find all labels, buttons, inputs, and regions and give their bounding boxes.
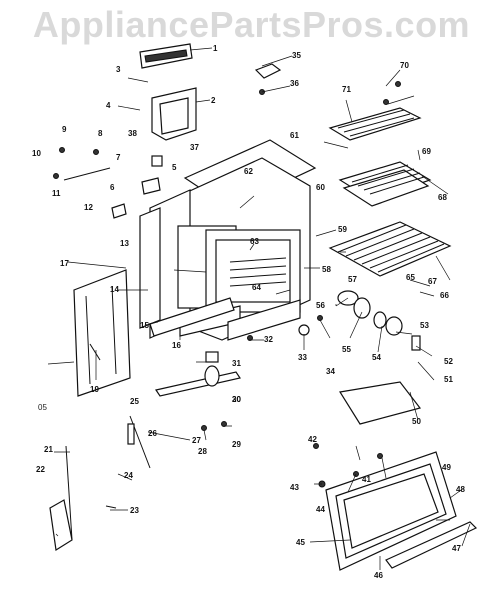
callout-26: 26 xyxy=(148,429,157,438)
callout-60: 60 xyxy=(316,183,325,192)
callout-1: 1 xyxy=(213,44,218,53)
callout-32: 32 xyxy=(264,335,273,344)
callout-24: 24 xyxy=(124,471,133,480)
callout-42: 42 xyxy=(308,435,317,444)
callout-63: 63 xyxy=(250,237,259,246)
callout-3: 3 xyxy=(116,65,121,74)
callout-47: 47 xyxy=(452,544,461,553)
callout-54: 54 xyxy=(372,353,381,362)
part-burner-tube xyxy=(155,351,241,397)
callout-51: 51 xyxy=(444,375,453,384)
callout-4: 4 xyxy=(106,101,111,110)
callout-66: 66 xyxy=(440,291,449,300)
callout-7: 7 xyxy=(116,153,121,162)
callout-13: 13 xyxy=(120,239,129,248)
callout-41: 41 xyxy=(362,475,371,484)
part-oven-door xyxy=(313,443,478,571)
part-oven-cabinet xyxy=(149,139,317,341)
callout-15: 15 xyxy=(140,321,149,330)
callout-10: 10 xyxy=(32,149,41,158)
callout-61: 61 xyxy=(290,131,299,140)
part-side-panel xyxy=(73,269,131,397)
callout-27: 27 xyxy=(192,436,201,445)
callout-48: 48 xyxy=(456,485,465,494)
part-vertical-rod xyxy=(49,415,151,551)
callout-58: 58 xyxy=(322,265,331,274)
callout-37: 37 xyxy=(190,143,199,152)
part-left-fasteners xyxy=(53,147,163,219)
callout-46: 46 xyxy=(374,571,383,580)
callout-57: 57 xyxy=(348,275,357,284)
callout-38: 38 xyxy=(128,129,137,138)
callout-34: 34 xyxy=(326,367,335,376)
part-bracket-top xyxy=(254,63,282,95)
callout-labels: 1 2 3 4 5 6 7 8 9 10 11 12 13 14 15 16 1… xyxy=(32,44,465,580)
callout-leaders xyxy=(47,47,471,570)
callout-53: 53 xyxy=(420,321,429,330)
callout-44: 44 xyxy=(316,505,325,514)
callout-59: 59 xyxy=(338,225,347,234)
callout-36: 36 xyxy=(290,79,299,88)
callout-50: 50 xyxy=(412,417,421,426)
callout-8: 8 xyxy=(98,129,103,138)
callout-22: 22 xyxy=(36,465,45,474)
part-oven-rack xyxy=(328,221,452,277)
part-lower-frame xyxy=(139,207,235,337)
callout-62: 62 xyxy=(244,167,253,176)
callout-70: 70 xyxy=(400,61,409,70)
callout-23: 23 xyxy=(130,506,139,515)
callout-14: 14 xyxy=(110,285,119,294)
callout-43: 43 xyxy=(290,483,299,492)
callout-9: 9 xyxy=(62,125,67,134)
part-igniter-assembly xyxy=(337,290,421,351)
callout-11: 11 xyxy=(52,189,61,198)
diagram-note: 05 xyxy=(38,403,47,412)
part-drawer-bottom xyxy=(339,381,422,425)
callout-67: 67 xyxy=(428,277,437,286)
callout-49: 49 xyxy=(442,463,451,472)
callout-5: 5 xyxy=(172,163,177,172)
part-vent-panel xyxy=(139,43,197,141)
callout-6: 6 xyxy=(110,183,115,192)
callout-25: 25 xyxy=(130,397,139,406)
callout-28: 28 xyxy=(198,447,207,456)
callout-56: 56 xyxy=(316,301,325,310)
callout-45: 45 xyxy=(296,538,305,547)
small-fasteners xyxy=(201,315,323,431)
watermark-logo: AppliancePartsPros.com xyxy=(32,4,471,45)
part-broiler-pan xyxy=(338,161,432,207)
callout-71: 71 xyxy=(342,85,351,94)
callout-52: 52 xyxy=(444,357,453,366)
callout-69: 69 xyxy=(422,147,431,156)
callout-16: 16 xyxy=(172,341,181,350)
callout-31: 31 xyxy=(232,359,241,368)
callout-55: 55 xyxy=(342,345,351,354)
callout-35: 35 xyxy=(292,51,301,60)
callout-68: 68 xyxy=(438,193,447,202)
callout-64: 64 xyxy=(252,283,261,292)
callout-29: 29 xyxy=(232,440,241,449)
part-broil-element xyxy=(328,81,422,141)
callout-20: 20 xyxy=(232,395,241,404)
callout-21: 21 xyxy=(44,445,53,454)
callout-65: 65 xyxy=(406,273,415,282)
callout-33: 33 xyxy=(298,353,307,362)
callout-17: 17 xyxy=(60,259,69,268)
callout-2: 2 xyxy=(211,96,216,105)
callout-12: 12 xyxy=(84,203,93,212)
callout-19: 19 xyxy=(90,385,99,394)
callout-30: 30 xyxy=(232,395,241,404)
